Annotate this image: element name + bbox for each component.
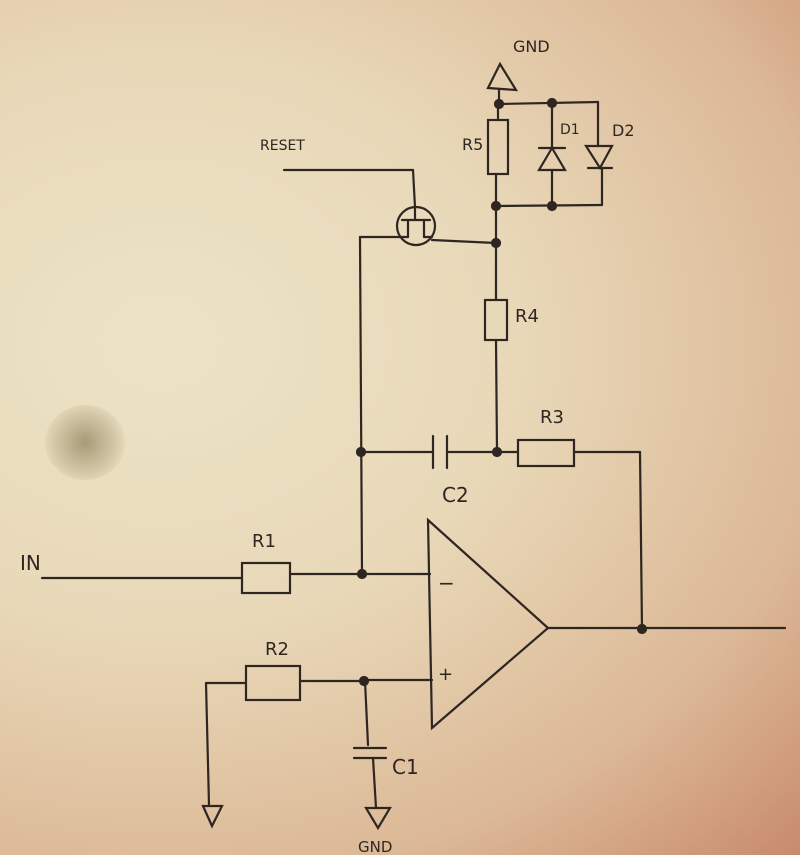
ground-symbol-bottom bbox=[364, 806, 392, 831]
label-r5: R5 bbox=[462, 135, 483, 154]
label-d1: D1 bbox=[560, 122, 580, 138]
capacitor-c2 bbox=[431, 434, 449, 470]
label-reset: RESET bbox=[260, 138, 305, 154]
mosfet-reset-switch bbox=[395, 205, 437, 247]
resistor-r4 bbox=[483, 298, 509, 342]
junction-dot bbox=[636, 623, 648, 635]
label-gnd-bottom: GND bbox=[358, 838, 392, 855]
ground-symbol-top bbox=[486, 61, 519, 106]
label-opamp-plus: + bbox=[438, 664, 453, 685]
label-c2: C2 bbox=[442, 483, 469, 507]
label-d2: D2 bbox=[612, 121, 635, 140]
diode-d2 bbox=[583, 100, 614, 207]
label-c1: C1 bbox=[392, 755, 419, 779]
resistor-r1 bbox=[240, 561, 292, 595]
label-r4: R4 bbox=[515, 306, 539, 327]
ground-symbol-left bbox=[201, 804, 224, 829]
label-gnd-top: GND bbox=[513, 37, 550, 56]
label-r3: R3 bbox=[540, 407, 564, 428]
wire-feedback-left bbox=[358, 235, 364, 576]
label-r2: R2 bbox=[265, 639, 289, 660]
diode-d1 bbox=[537, 101, 567, 208]
opamp bbox=[426, 517, 550, 731]
capacitor-c1 bbox=[352, 746, 388, 760]
label-r1: R1 bbox=[252, 531, 276, 552]
resistor-r3 bbox=[516, 438, 576, 468]
paper-smudge bbox=[45, 405, 125, 480]
label-in: IN bbox=[20, 551, 41, 575]
resistor-r2 bbox=[244, 664, 302, 702]
wire-output-feedback bbox=[638, 450, 644, 632]
resistor-r5 bbox=[486, 118, 510, 176]
label-opamp-minus: − bbox=[438, 571, 455, 595]
